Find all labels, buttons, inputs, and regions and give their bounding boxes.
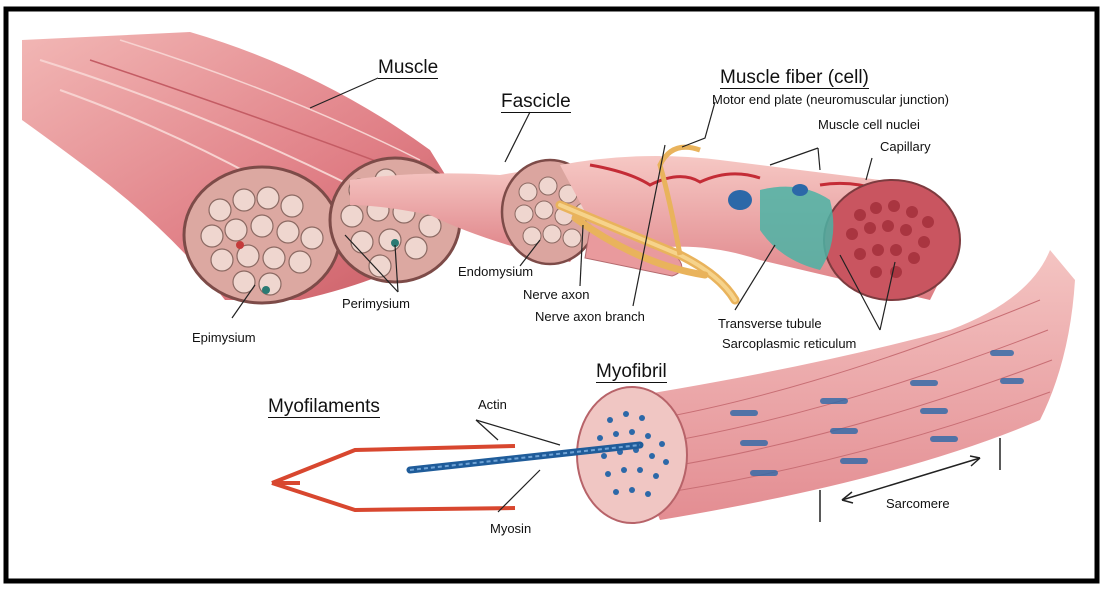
myofibril: [577, 250, 1075, 523]
label-nerve-axon: Nerve axon: [523, 288, 589, 301]
label-fascicle: Fascicle: [501, 92, 571, 113]
label-myosin: Myosin: [490, 522, 531, 535]
label-myofibril: Myofibril: [596, 362, 667, 383]
label-transverse-tubule: Transverse tubule: [718, 317, 822, 330]
label-muscle-cell-nuclei: Muscle cell nuclei: [818, 118, 920, 131]
label-capillary: Capillary: [880, 140, 931, 153]
label-myofilaments: Myofilaments: [268, 397, 380, 418]
label-motor-end-plate: Motor end plate (neuromuscular junction): [712, 93, 949, 106]
label-muscle-fiber: Muscle fiber (cell): [720, 68, 869, 89]
label-sarcomere: Sarcomere: [886, 497, 950, 510]
label-muscle: Muscle: [378, 58, 438, 79]
label-epimysium: Epimysium: [192, 331, 256, 344]
label-sarcoplasmic-reticulum: Sarcoplasmic reticulum: [722, 337, 856, 350]
label-perimysium: Perimysium: [342, 297, 410, 310]
label-nerve-axon-branch: Nerve axon branch: [535, 310, 645, 323]
label-actin: Actin: [478, 398, 507, 411]
label-endomysium: Endomysium: [458, 265, 533, 278]
